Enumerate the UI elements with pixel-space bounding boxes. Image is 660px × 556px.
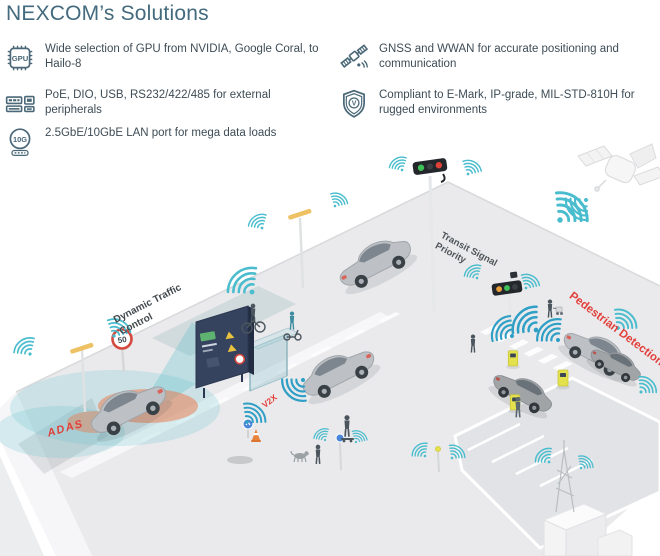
- satellite-illustration: [577, 143, 660, 192]
- satellite-icon: [338, 42, 370, 74]
- feature-text-gnss: GNSS and WWAN for accurate positioning a…: [379, 43, 619, 71]
- page-title: NEXCOM’s Solutions: [6, 2, 209, 25]
- lan-icon-label: 10G: [13, 135, 27, 144]
- feature-io-ports: PoE, DIO, USB, RS232/422/485 for externa…: [4, 88, 330, 120]
- ev-charger-icon: [505, 350, 521, 370]
- lan-10g-icon: 10G: [4, 126, 36, 158]
- median-strip: [60, 312, 392, 478]
- street-light-pole: [288, 208, 312, 289]
- speed-limit-value: 50: [117, 335, 128, 346]
- feature-lan: 10G 2.5GbE/10GbE LAN port for mega data …: [4, 126, 330, 158]
- feature-text-gpu: Wide selection of GPU from NVIDIA, Googl…: [45, 43, 319, 71]
- bus-shelter: [246, 327, 300, 392]
- digital-signage-board: [195, 305, 254, 398]
- traffic-light: [412, 158, 448, 313]
- feature-gnss: GNSS and WWAN for accurate positioning a…: [338, 42, 641, 74]
- feature-text-lan: 2.5GbE/10GbE LAN port for mega data load…: [45, 127, 277, 139]
- wifi-signal-icon: [9, 333, 42, 364]
- road-puddle: [227, 456, 253, 464]
- crosswalk: [480, 325, 573, 371]
- corner-road-strip: [0, 456, 44, 556]
- pedestrian-with-stroller: [547, 298, 563, 319]
- traffic-cone-icon: [251, 429, 261, 442]
- scooter-figure: [283, 310, 302, 341]
- building-illustration: [542, 503, 633, 556]
- speed-limit-sign: 50: [111, 328, 133, 373]
- street-light-pole: [70, 342, 94, 413]
- wifi-signal-icon: [457, 156, 485, 181]
- dog-figure: [290, 450, 309, 463]
- skateboarder-figure: [341, 414, 354, 443]
- wifi-signal-icon: [325, 189, 351, 213]
- cell-tower-icon: [555, 440, 575, 513]
- gpu-icon-label: GPU: [12, 54, 29, 63]
- smart-intersection-illustration: 50: [0, 143, 660, 556]
- ev-charger-icon: [555, 369, 571, 390]
- cyclist-figure: [241, 302, 266, 334]
- io-ports-icon: [4, 88, 36, 120]
- wifi-signal-icon: [386, 153, 412, 177]
- shield-icon-label: V: [352, 101, 357, 108]
- wifi-signal-icon: [245, 210, 273, 236]
- parking-lot: [453, 376, 660, 550]
- gpu-chip-icon: GPU: [4, 42, 36, 74]
- shield-v-icon: V: [338, 88, 370, 120]
- left-sidewalk: [0, 392, 92, 556]
- roadside-sensor-pole: [435, 446, 441, 473]
- feature-text-rugged: Compliant to E-Mark, IP-grade, MIL-STD-8…: [379, 89, 635, 117]
- road-curb-edge: [15, 181, 660, 393]
- feature-rugged: V Compliant to E-Mark, IP-grade, MIL-STD…: [338, 88, 647, 120]
- feature-gpu: GPU Wide selection of GPU from NVIDIA, G…: [4, 42, 330, 74]
- feature-text-io: PoE, DIO, USB, RS232/422/485 for externa…: [45, 89, 271, 117]
